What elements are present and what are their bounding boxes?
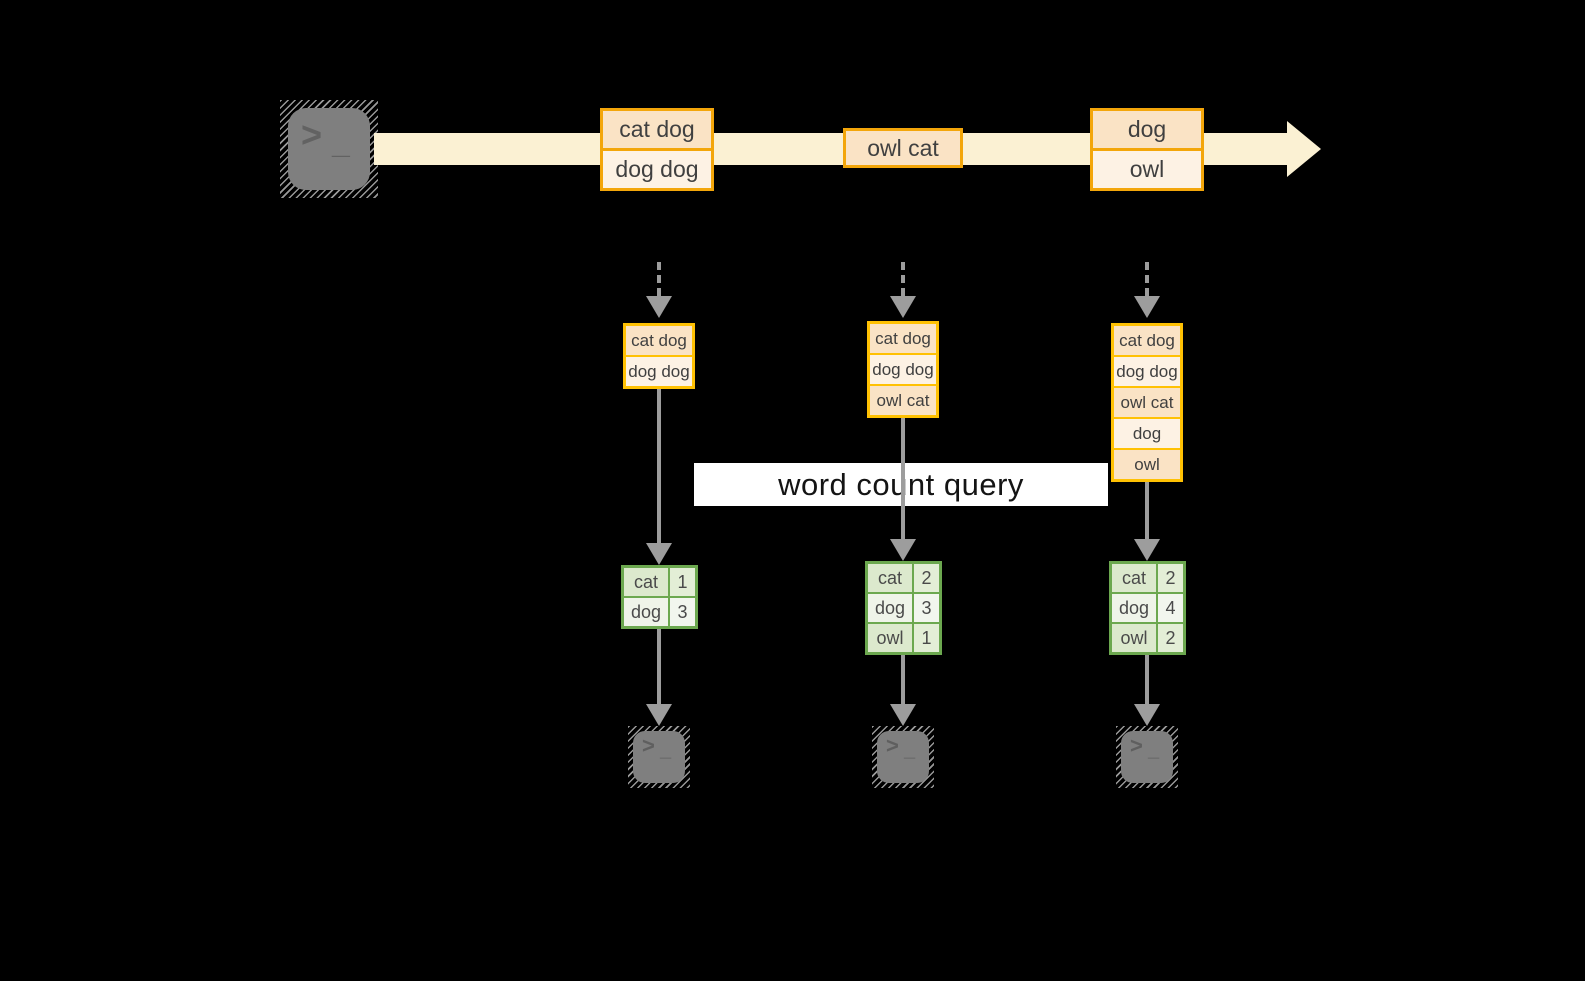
arrow-line — [657, 629, 661, 704]
word-cell: cat — [1112, 564, 1158, 592]
batch-line: owl — [1114, 448, 1180, 479]
table-row: owl 1 — [868, 622, 939, 652]
terminal-icon: > _ — [1121, 731, 1173, 783]
count-cell: 3 — [914, 594, 939, 622]
terminal-icon: > _ — [288, 108, 370, 190]
terminal-source-icon: > _ — [280, 100, 378, 198]
terminal-sink-icon-3: > _ — [1116, 726, 1178, 788]
word-cell: dog — [868, 594, 914, 622]
batch-line: cat dog — [626, 326, 692, 355]
arrow-line — [901, 655, 905, 704]
result-table-3: cat 2 dog 4 owl 2 — [1109, 561, 1186, 655]
terminal-sink-icon-2: > _ — [872, 726, 934, 788]
batch-line: dog dog — [626, 355, 692, 386]
count-cell: 3 — [670, 598, 695, 626]
count-cell: 2 — [914, 564, 939, 592]
arrowhead-icon — [646, 543, 672, 565]
arrowhead-icon — [1134, 296, 1160, 318]
word-cell: cat — [624, 568, 670, 596]
stream-item: owl — [1093, 148, 1201, 188]
table-row: dog 3 — [868, 592, 939, 622]
batch-line: dog dog — [870, 353, 936, 384]
dashed-arrow-line — [901, 262, 905, 296]
micro-batch-2: cat dog dog dog owl cat — [867, 321, 939, 418]
dashed-arrow-line — [657, 262, 661, 296]
arrow-line — [901, 414, 905, 539]
stream-item: cat dog — [603, 111, 711, 148]
arrowhead-icon — [1134, 704, 1160, 726]
batch-line: cat dog — [1114, 326, 1180, 355]
micro-batch-3: cat dog dog dog owl cat dog owl — [1111, 323, 1183, 482]
count-cell: 2 — [1158, 564, 1183, 592]
result-table-1: cat 1 dog 3 — [621, 565, 698, 629]
count-cell: 2 — [1158, 624, 1183, 652]
batch-line: owl cat — [870, 384, 936, 415]
stream-batch-1: cat dog dog dog — [600, 108, 714, 191]
arrow-line — [1145, 482, 1149, 539]
word-cell: dog — [624, 598, 670, 626]
stream-batch-2: owl cat — [843, 128, 963, 168]
count-cell: 1 — [670, 568, 695, 596]
terminal-icon: > _ — [877, 731, 929, 783]
stream-item: dog — [1093, 111, 1201, 148]
arrowhead-icon — [1134, 539, 1160, 561]
batch-line: owl cat — [1114, 386, 1180, 417]
terminal-sink-icon-1: > _ — [628, 726, 690, 788]
arrow-line — [1145, 655, 1149, 704]
prompt-underscore-icon: _ — [660, 739, 672, 761]
table-row: owl 2 — [1112, 622, 1183, 652]
prompt-chevron-icon: > — [301, 114, 323, 155]
arrowhead-icon — [890, 704, 916, 726]
prompt-chevron-icon: > — [886, 733, 899, 758]
prompt-chevron-icon: > — [642, 733, 655, 758]
prompt-underscore-icon: _ — [332, 124, 350, 160]
stream-item: dog dog — [603, 148, 711, 188]
table-row: dog 3 — [624, 596, 695, 626]
table-row: dog 4 — [1112, 592, 1183, 622]
result-table-2: cat 2 dog 3 owl 1 — [865, 561, 942, 655]
arrowhead-icon — [890, 539, 916, 561]
arrowhead-icon — [646, 704, 672, 726]
batch-line: cat dog — [870, 324, 936, 353]
word-cell: dog — [1112, 594, 1158, 622]
stream-item: owl cat — [846, 131, 960, 165]
prompt-underscore-icon: _ — [904, 739, 916, 761]
micro-batch-1: cat dog dog dog — [623, 323, 695, 389]
table-row: cat 2 — [1112, 564, 1183, 592]
arrow-line — [657, 388, 661, 543]
stream-arrowhead-icon — [1287, 121, 1321, 177]
batch-line: dog — [1114, 417, 1180, 448]
word-cell: owl — [868, 624, 914, 652]
stream-batch-3: dog owl — [1090, 108, 1204, 191]
arrowhead-icon — [646, 296, 672, 318]
prompt-chevron-icon: > — [1130, 733, 1143, 758]
count-cell: 1 — [914, 624, 939, 652]
word-cell: owl — [1112, 624, 1158, 652]
prompt-underscore-icon: _ — [1148, 739, 1160, 761]
batch-line: dog dog — [1114, 355, 1180, 386]
count-cell: 4 — [1158, 594, 1183, 622]
terminal-icon: > _ — [633, 731, 685, 783]
dashed-arrow-line — [1145, 262, 1149, 296]
word-cell: cat — [868, 564, 914, 592]
arrowhead-icon — [890, 296, 916, 318]
table-row: cat 1 — [624, 568, 695, 596]
table-row: cat 2 — [868, 564, 939, 592]
